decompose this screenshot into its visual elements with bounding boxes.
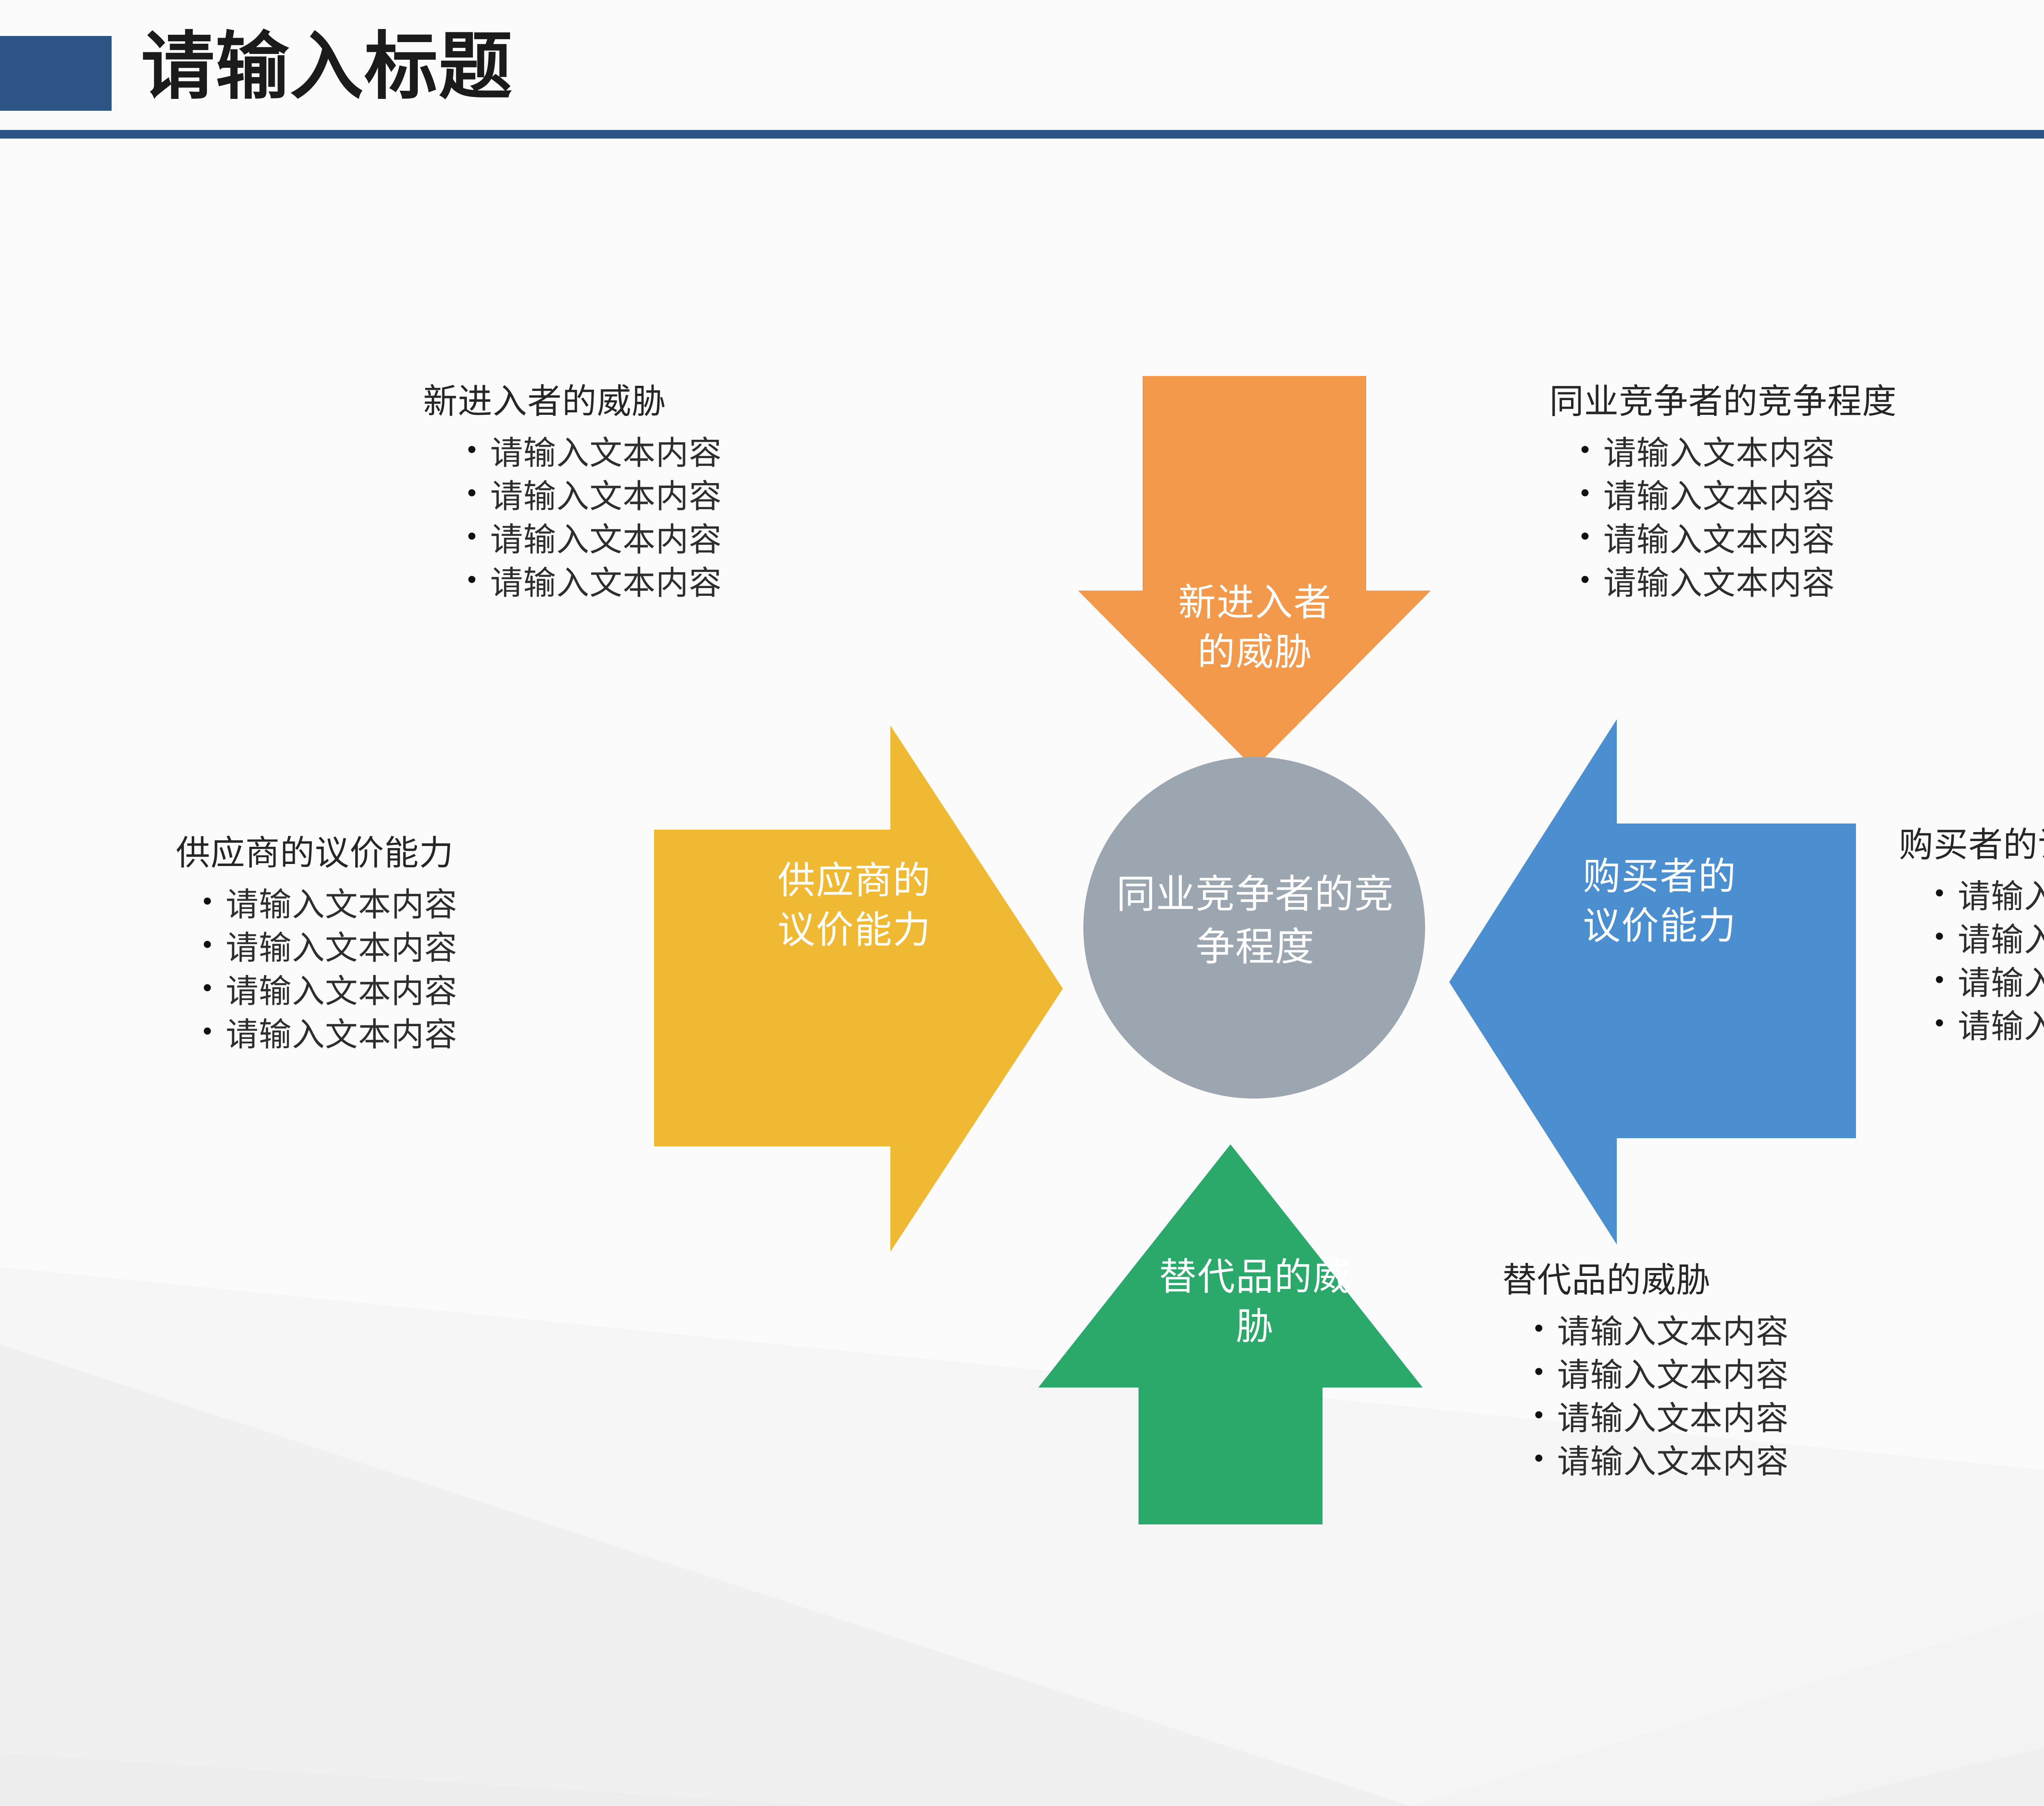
- list-item-text: 请输入文本内容: [1958, 1008, 2044, 1045]
- bullet-dot-icon: •: [1534, 1313, 1544, 1343]
- bullet-dot-icon: •: [1935, 965, 1945, 994]
- list-item: • 请输入文本内容: [1534, 1400, 1789, 1437]
- list-item-text: 请输入文本内容: [1603, 521, 1835, 558]
- bullet-list-substitutes: • 请输入文本内容 • 请输入文本内容 • 请输入文本内容 • 请输入文本内容: [1502, 1313, 1789, 1480]
- bullet-dot-icon: •: [1580, 521, 1590, 551]
- five-forces-diagram: 新进入者 的威胁 供应商的 议价能力 购买者的 议价能力 替代品的威 胁 同业竞…: [0, 141, 2044, 1806]
- list-item-text: 请输入文本内容: [1603, 478, 1835, 515]
- bullet-dot-icon: •: [1580, 478, 1590, 507]
- list-item-text: 请输入文本内容: [1603, 565, 1835, 601]
- bullet-list-rivalry: • 请输入文本内容 • 请输入文本内容 • 请输入文本内容 • 请输入文本内容: [1549, 434, 1897, 601]
- list-item-text: 请输入文本内容: [490, 478, 722, 515]
- bg-shape-right: [1410, 1611, 2044, 1806]
- list-item-text: 请输入文本内容: [490, 435, 722, 471]
- block-heading-substitutes: 替代品的威胁: [1502, 1261, 1711, 1299]
- bg-shape-lower-band: [0, 1753, 818, 1806]
- page-header: 请输入标题: [0, 0, 2044, 141]
- bg-shape-soft-wedge: [1799, 1748, 2044, 1806]
- bullet-dot-icon: •: [467, 434, 477, 464]
- list-item-text: 请输入文本内容: [1557, 1314, 1789, 1350]
- block-heading-suppliers: 供应商的议价能力: [176, 834, 454, 872]
- block-heading-new-entrants: 新进入者的威胁: [423, 382, 667, 421]
- bullet-dot-icon: •: [1534, 1356, 1544, 1386]
- text-block-rivalry: 同业竞争者的竞争程度 • 请输入文本内容 • 请输入文本内容 • 请输入文本内容…: [1549, 380, 1897, 610]
- list-item: • 请输入文本内容: [1534, 1443, 1789, 1480]
- diagram-shapes: [654, 376, 1856, 1524]
- list-item-text: 请输入文本内容: [1557, 1443, 1789, 1480]
- bullet-dot-icon: •: [203, 886, 213, 915]
- list-item: • 请输入文本内容: [1580, 478, 1897, 515]
- list-item-text: 请输入文本内容: [490, 565, 722, 601]
- bullet-dot-icon: •: [1580, 564, 1590, 594]
- list-item: • 请输入文本内容: [1534, 1356, 1789, 1393]
- list-item-text: 请输入文本内容: [1603, 435, 1835, 471]
- header-divider: [0, 130, 2044, 139]
- list-item-text: 请输入文本内容: [1557, 1400, 1789, 1437]
- text-block-new-entrants: 新进入者的威胁 • 请输入文本内容 • 请输入文本内容 • 请输入文本内容 • …: [423, 380, 722, 610]
- arrow-top-new-entrants[interactable]: [1078, 376, 1431, 768]
- text-block-substitutes: 替代品的威胁 • 请输入文本内容 • 请输入文本内容 • 请输入文本内容 • 请…: [1502, 1259, 1789, 1489]
- list-item: • 请输入文本内容: [1935, 965, 2044, 1001]
- page-title: 请输入标题: [141, 26, 513, 108]
- bullet-list-new-entrants: • 请输入文本内容 • 请输入文本内容 • 请输入文本内容 • 请输入文本内容: [423, 434, 722, 601]
- block-heading-rivalry: 同业竞争者的竞争程度: [1549, 382, 1897, 421]
- text-block-suppliers: 供应商的议价能力 • 请输入文本内容 • 请输入文本内容 • 请输入文本内容 •…: [176, 832, 457, 1062]
- arrow-left-suppliers[interactable]: [654, 725, 1063, 1252]
- bullet-dot-icon: •: [1534, 1400, 1544, 1429]
- list-item-text: 请输入文本内容: [490, 521, 722, 558]
- bullet-dot-icon: •: [467, 564, 477, 594]
- bullet-dot-icon: •: [203, 973, 213, 1002]
- bullet-dot-icon: •: [1580, 434, 1590, 464]
- bullet-list-suppliers: • 请输入文本内容 • 请输入文本内容 • 请输入文本内容 • 请输入文本内容: [176, 888, 457, 1051]
- list-item: • 请输入文本内容: [1580, 521, 1897, 558]
- list-item: • 请输入文本内容: [203, 973, 457, 1009]
- list-item-text: 请输入文本内容: [1557, 1357, 1789, 1393]
- list-item: • 请输入文本内容: [203, 1018, 457, 1051]
- center-circle-label: 同业竞争者的竞 争程度: [1116, 873, 1394, 969]
- list-item: • 请输入文本内容: [203, 888, 457, 921]
- arrow-right-label: 购买者的 议价能力: [1582, 856, 1737, 947]
- list-item: • 请输入文本内容: [203, 929, 457, 966]
- list-item-text: 请输入文本内容: [1958, 878, 2044, 915]
- list-item: • 请输入文本内容: [467, 521, 722, 558]
- list-item: • 请输入文本内容: [1935, 1008, 2044, 1045]
- bullet-dot-icon: •: [1935, 921, 1945, 951]
- list-item: • 请输入文本内容: [1935, 921, 2044, 958]
- list-item: • 请输入文本内容: [467, 434, 722, 471]
- bullet-dot-icon: •: [467, 521, 477, 551]
- list-item: • 请输入文本内容: [467, 478, 722, 515]
- bullet-dot-icon: •: [1534, 1443, 1544, 1473]
- list-item-text: 请输入文本内容: [1958, 965, 2044, 1001]
- list-item-text: 请输入文本内容: [226, 973, 457, 1009]
- arrow-bottom-label: 替代品的威 胁: [1159, 1256, 1351, 1348]
- arrow-bottom-substitutes[interactable]: [1038, 1144, 1423, 1524]
- list-item: • 请输入文本内容: [1534, 1313, 1789, 1350]
- bullet-dot-icon: •: [203, 1016, 213, 1045]
- list-item-text: 请输入文本内容: [226, 886, 457, 923]
- bullet-dot-icon: •: [1935, 1008, 1945, 1037]
- center-circle-rivalry[interactable]: [1083, 757, 1425, 1099]
- list-item: • 请输入文本内容: [467, 564, 722, 601]
- bullet-list-buyers: • 请输入文本内容 • 请输入文本内容 • 请输入文本内容 • 请输入文本内容: [1899, 880, 2044, 1043]
- arrow-left-label: 供应商的 议价能力: [777, 860, 931, 951]
- bullet-dot-icon: •: [467, 478, 477, 507]
- header-accent-block: [0, 36, 112, 111]
- arrow-top-label: 新进入者 的威胁: [1178, 582, 1332, 674]
- list-item-text: 请输入文本内容: [226, 930, 457, 966]
- bg-shape-mid: [0, 1345, 1410, 1806]
- list-item: • 请输入文本内容: [1580, 434, 1897, 471]
- list-item-text: 请输入文本内容: [226, 1016, 457, 1053]
- list-item-text: 请输入文本内容: [1958, 922, 2044, 958]
- bullet-dot-icon: •: [203, 929, 213, 959]
- list-item: • 请输入文本内容: [1935, 880, 2044, 913]
- bullet-dot-icon: •: [1935, 878, 1945, 907]
- list-item: • 请输入文本内容: [1580, 564, 1897, 601]
- arrow-right-buyers[interactable]: [1449, 719, 1856, 1244]
